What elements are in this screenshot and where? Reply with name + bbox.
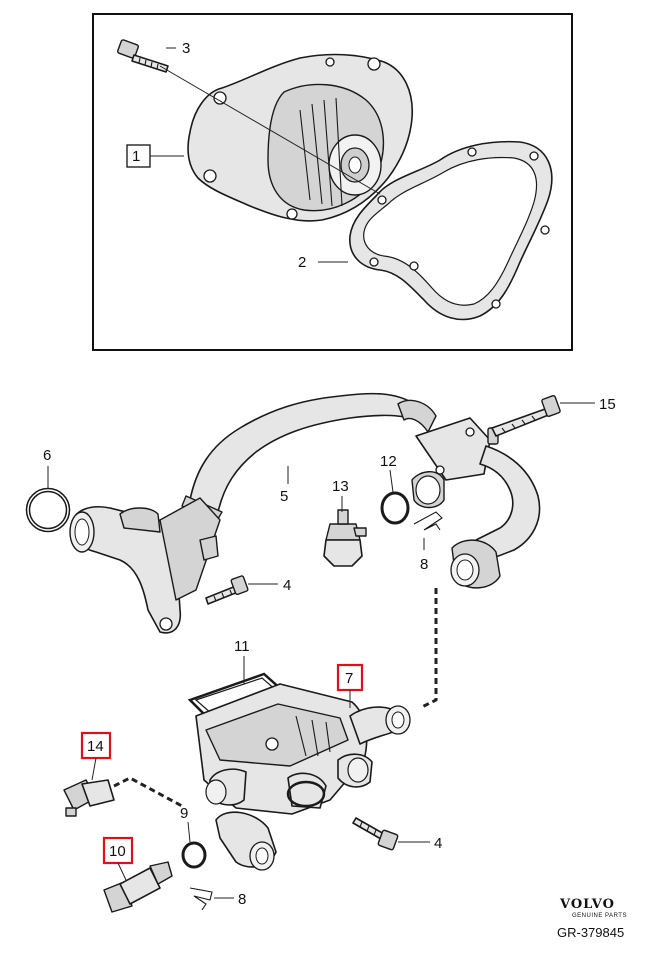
bolt-part-4-upper (205, 575, 249, 605)
figure-reference: GR-379845 (557, 925, 624, 940)
water-pump-frame (92, 13, 573, 351)
clip-part-8-upper (413, 511, 443, 531)
bolt-part-4-lower (352, 817, 399, 851)
washer-part-9 (181, 841, 207, 869)
dashed-connector-upper (419, 588, 438, 710)
callout-1: 1 (132, 148, 140, 165)
coolant-pipe-part (181, 392, 437, 523)
upper-hose-part (411, 417, 541, 589)
callout-8-upper: 8 (420, 556, 428, 573)
dashed-connector-14 (113, 776, 183, 808)
housing-clamp (286, 780, 326, 808)
callout-7: 7 (345, 670, 353, 687)
bolt-part-15 (491, 395, 561, 437)
bolt-part-top (117, 39, 169, 73)
callout-9: 9 (180, 805, 188, 822)
o-ring-part-6 (25, 487, 71, 533)
callout-2: 2 (298, 254, 306, 271)
callout-14: 14 (87, 738, 104, 755)
callout-15: 15 (599, 396, 616, 413)
callout-13: 13 (332, 478, 349, 495)
brand-logo-text: VOLVO (559, 897, 615, 912)
sensor-part-10 (103, 861, 173, 913)
callout-8-lower: 8 (238, 891, 246, 908)
callout-4-upper: 4 (283, 577, 291, 594)
plug-part-13 (323, 509, 367, 567)
callout-12: 12 (380, 453, 397, 470)
washer-part-12 (380, 491, 410, 525)
callout-7-box (336, 663, 364, 692)
callout-11: 11 (234, 638, 250, 655)
callout-5: 5 (280, 488, 288, 505)
callout-10: 10 (109, 843, 126, 860)
callout-3: 3 (182, 40, 190, 57)
callout-4-lower: 4 (434, 835, 442, 852)
sensor-part-14 (63, 779, 115, 817)
clip-part-8-lower (189, 887, 213, 911)
thermostat-housing-part-7 (195, 683, 411, 871)
brand-tagline: GENUINE PARTS (572, 913, 627, 919)
water-pump-part (187, 53, 414, 222)
gasket-part (349, 140, 553, 321)
outlet-pipe-part (69, 497, 221, 634)
callout-6: 6 (43, 447, 51, 464)
callout-1-box (126, 144, 151, 168)
